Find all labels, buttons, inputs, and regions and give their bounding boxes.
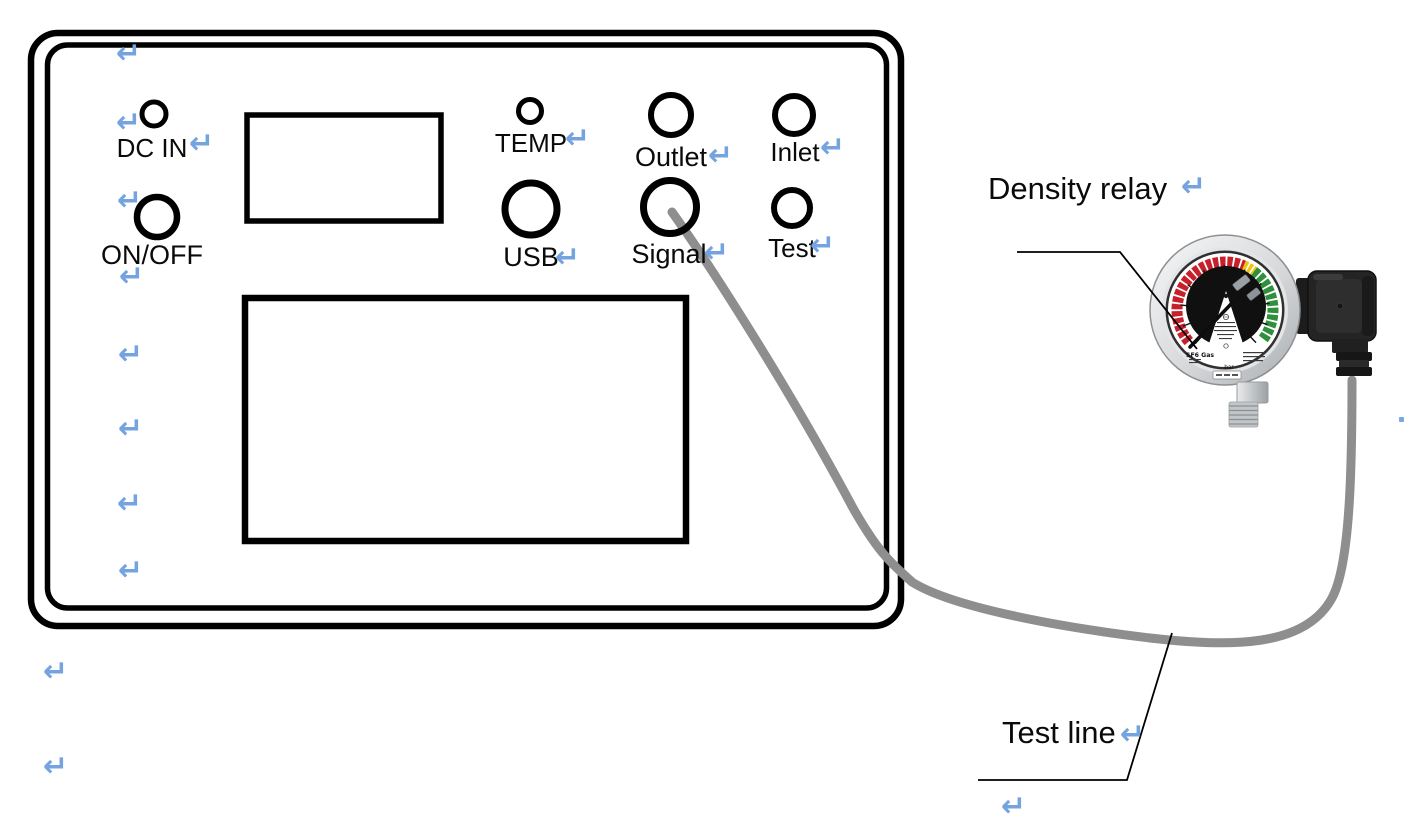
density-relay-leader-line	[1017, 251, 1198, 350]
label-signal: Signal	[631, 239, 707, 269]
gauge-electrical-connector	[1307, 270, 1377, 376]
gauge-yellow-band	[1241, 260, 1258, 277]
wedge-peg	[1223, 293, 1229, 299]
paragraph-mark: ↵	[43, 654, 69, 689]
gauge-needle	[1188, 301, 1234, 349]
paragraph-mark: ↵	[118, 411, 144, 446]
paragraph-mark: ↵	[189, 126, 215, 161]
paragraph-mark: ↵	[555, 240, 581, 275]
signal-port	[640, 177, 700, 237]
connector-neck	[1332, 339, 1368, 353]
gauge-green-band	[1250, 267, 1279, 344]
space-mark-dot	[1399, 417, 1404, 422]
paragraph-mark: ↵	[117, 183, 143, 218]
paragraph-mark: ↵	[116, 36, 142, 71]
inlet-port	[772, 93, 816, 137]
gauge-pressure-fitting	[1228, 381, 1269, 428]
paragraph-mark: ↵	[708, 138, 734, 173]
paragraph-mark: ↵	[1001, 789, 1027, 824]
paragraph-mark: ↵	[117, 486, 143, 521]
on-off-button	[133, 193, 181, 241]
test-line-leader-line	[978, 632, 1173, 781]
paragraph-mark: ↵	[119, 259, 145, 294]
small-display-window	[244, 112, 444, 224]
cable-gland	[1336, 352, 1372, 361]
panel-connectors	[133, 92, 816, 241]
label-temp: TEMP	[494, 128, 568, 158]
paragraph-mark: ↵	[43, 749, 69, 784]
label-outlet: Outlet	[634, 142, 708, 172]
label-on-off: ON/OFF	[101, 240, 203, 270]
paragraph-mark: ↵	[820, 130, 846, 165]
gauge-contacts	[1232, 274, 1261, 301]
paragraph-mark: ↵	[118, 337, 144, 372]
paragraph-mark: ↵	[565, 121, 591, 156]
callout-density-relay: Density relay	[988, 171, 1168, 206]
paragraph-mark: ↵	[1120, 717, 1146, 752]
density-relay-gauge: 0 2 4 6 8	[1149, 234, 1377, 428]
callout-test-line: Test line	[1002, 715, 1116, 750]
gauge-fine-print: SF6 Gas bar	[1186, 314, 1265, 380]
label-inlet: Inlet	[770, 137, 820, 167]
paragraph-mark: ↵	[116, 105, 142, 140]
paragraph-mark: ↵	[1181, 169, 1207, 204]
dial-unit-label: bar	[1224, 365, 1234, 371]
label-usb: USB	[503, 242, 559, 272]
main-display-screen	[241, 294, 690, 545]
label-test: Test	[768, 233, 816, 263]
paragraph-mark: ↵	[810, 228, 836, 263]
paragraph-mark: ↵	[118, 553, 144, 588]
paragraph-mark: ↵	[704, 235, 730, 270]
test-port	[771, 187, 813, 229]
label-dc-in: DC IN	[116, 133, 188, 163]
usb-port	[501, 179, 561, 239]
outlet-port	[648, 92, 694, 138]
dial-gas-label: SF6 Gas	[1186, 352, 1214, 359]
dc-in-led	[139, 99, 169, 129]
temp-led	[516, 97, 544, 125]
test-line-cable	[667, 207, 1357, 648]
